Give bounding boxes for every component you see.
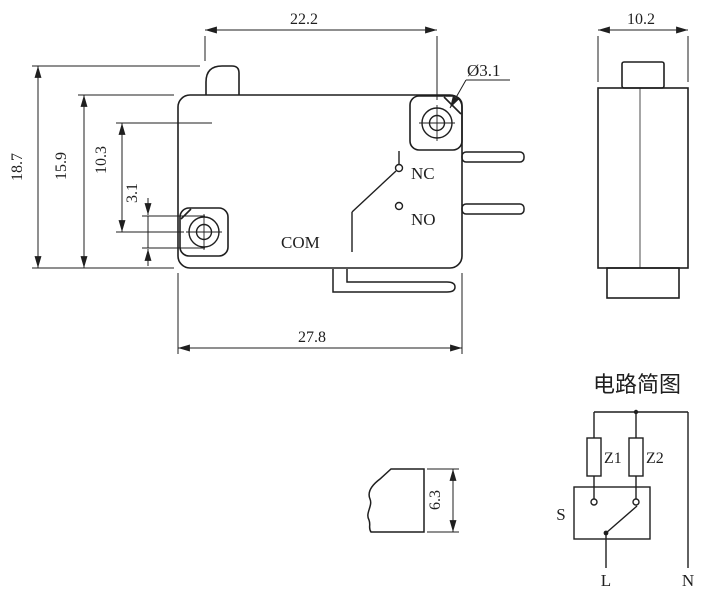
side-dimensions: 10.2 (597, 11, 689, 82)
dim-overall-width-label: 27.8 (298, 329, 326, 346)
chamfer-line (180, 208, 192, 220)
no-contact-point (394, 201, 404, 211)
terminal-pin-no (461, 203, 525, 215)
dim-hole-dia-side-label: 3.1 (124, 183, 141, 203)
resistor-z2 (628, 437, 644, 477)
dim-hole-pitch-y-label: 10.3 (93, 146, 110, 174)
z1-label: Z1 (604, 450, 622, 467)
terminal-pin-com (332, 269, 456, 293)
front-dimensions: 22.2 27.8 18.7 15.9 10.3 (9, 11, 510, 354)
contact-lever (351, 170, 397, 213)
mounting-hole-top-right (419, 105, 455, 141)
live-l-label: L (601, 571, 611, 590)
com-label: COM (281, 233, 320, 252)
circuit-title: 电路简图 (593, 372, 681, 397)
no-label: NO (411, 210, 436, 229)
plunger-detail-view: 6.3 (367, 468, 459, 533)
dim-thickness-label: 10.2 (627, 11, 655, 28)
nc-label: NC (411, 164, 435, 183)
hole-dia-callout-label: Ø3.1 (467, 61, 501, 80)
neutral-n-label: N (682, 571, 694, 590)
circuit-diagram: 电路简图 Z1 Z2 S L N (556, 372, 694, 590)
plunger-section-outline (367, 468, 425, 533)
nc-contact-point (394, 163, 404, 173)
dim-body-height-label: 15.9 (53, 152, 70, 180)
z2-label: Z2 (646, 450, 664, 467)
dim-overall-height-label: 18.7 (9, 153, 26, 181)
resistor-z1 (586, 437, 602, 477)
front-view: NC NO COM 22.2 27.8 18.7 15.9 (9, 11, 525, 354)
contact-terminal (590, 498, 598, 506)
switch-lever (605, 505, 638, 534)
leader-line (449, 79, 467, 109)
terminal-pin-nc (461, 151, 525, 163)
plunger-detail-dimensions: 6.3 (427, 468, 459, 533)
side-plunger (621, 61, 665, 89)
side-body (597, 87, 689, 269)
contact-terminal (632, 498, 640, 506)
switch-box (573, 486, 651, 540)
dim-hole-pitch-x-label: 22.2 (290, 11, 318, 28)
switch-body-outline (177, 94, 463, 269)
dim-plunger-height-label: 6.3 (427, 490, 444, 510)
side-terminal-block (606, 267, 680, 299)
internal-contact-mechanism (351, 151, 404, 252)
terminals (332, 151, 525, 293)
mounting-hole-bottom-left (186, 214, 222, 250)
mounting-boss-top-right (409, 95, 463, 151)
switch-s-label: S (556, 505, 565, 524)
plunger-button (205, 65, 240, 95)
side-view: 10.2 (597, 11, 689, 299)
